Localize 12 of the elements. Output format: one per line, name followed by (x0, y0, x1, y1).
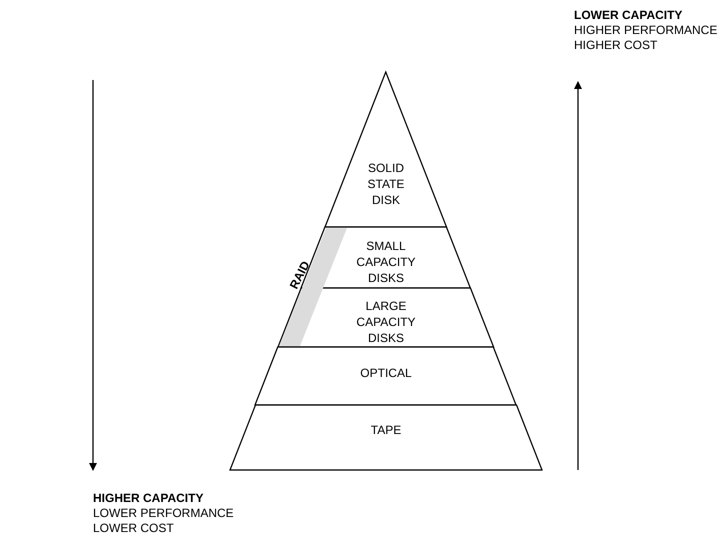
raid-label: RAID (286, 258, 313, 292)
tier-label: OPTICAL (359, 365, 413, 381)
tier-label: SMALL CAPACITY DISKS (355, 238, 417, 286)
note-text: LOWER COST (93, 521, 174, 536)
note-text: HIGHER PERFORMANCE (574, 23, 718, 38)
heading-text: LOWER CAPACITY (574, 8, 682, 23)
tier-label: LARGE CAPACITY DISKS (355, 298, 417, 346)
tier-label: SOLID STATE DISK (366, 160, 406, 208)
note-text: HIGHER COST (574, 38, 658, 53)
heading-text: HIGHER CAPACITY (93, 491, 204, 506)
tier-label: TAPE (370, 422, 402, 438)
note-text: LOWER PERFORMANCE (93, 506, 234, 521)
